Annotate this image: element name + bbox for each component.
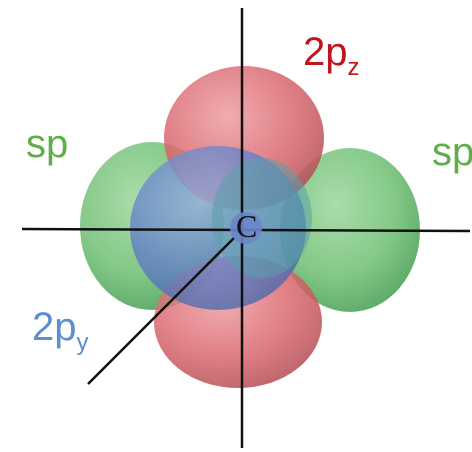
py-main-text: 2p — [32, 305, 77, 349]
pz-subscript: z — [348, 54, 360, 81]
pz-main-text: 2p — [303, 30, 348, 74]
sp-left-text: sp — [26, 122, 68, 166]
carbon-atom-label: C — [236, 210, 257, 242]
py-label: 2py — [32, 307, 89, 347]
py-subscript: y — [77, 329, 89, 356]
sp-right-text: sp — [432, 130, 472, 174]
sp-left-label: sp — [26, 124, 68, 164]
py-lobe-back — [212, 158, 312, 278]
pz-label: 2pz — [303, 32, 360, 72]
sp-right-label: sp — [432, 132, 472, 172]
